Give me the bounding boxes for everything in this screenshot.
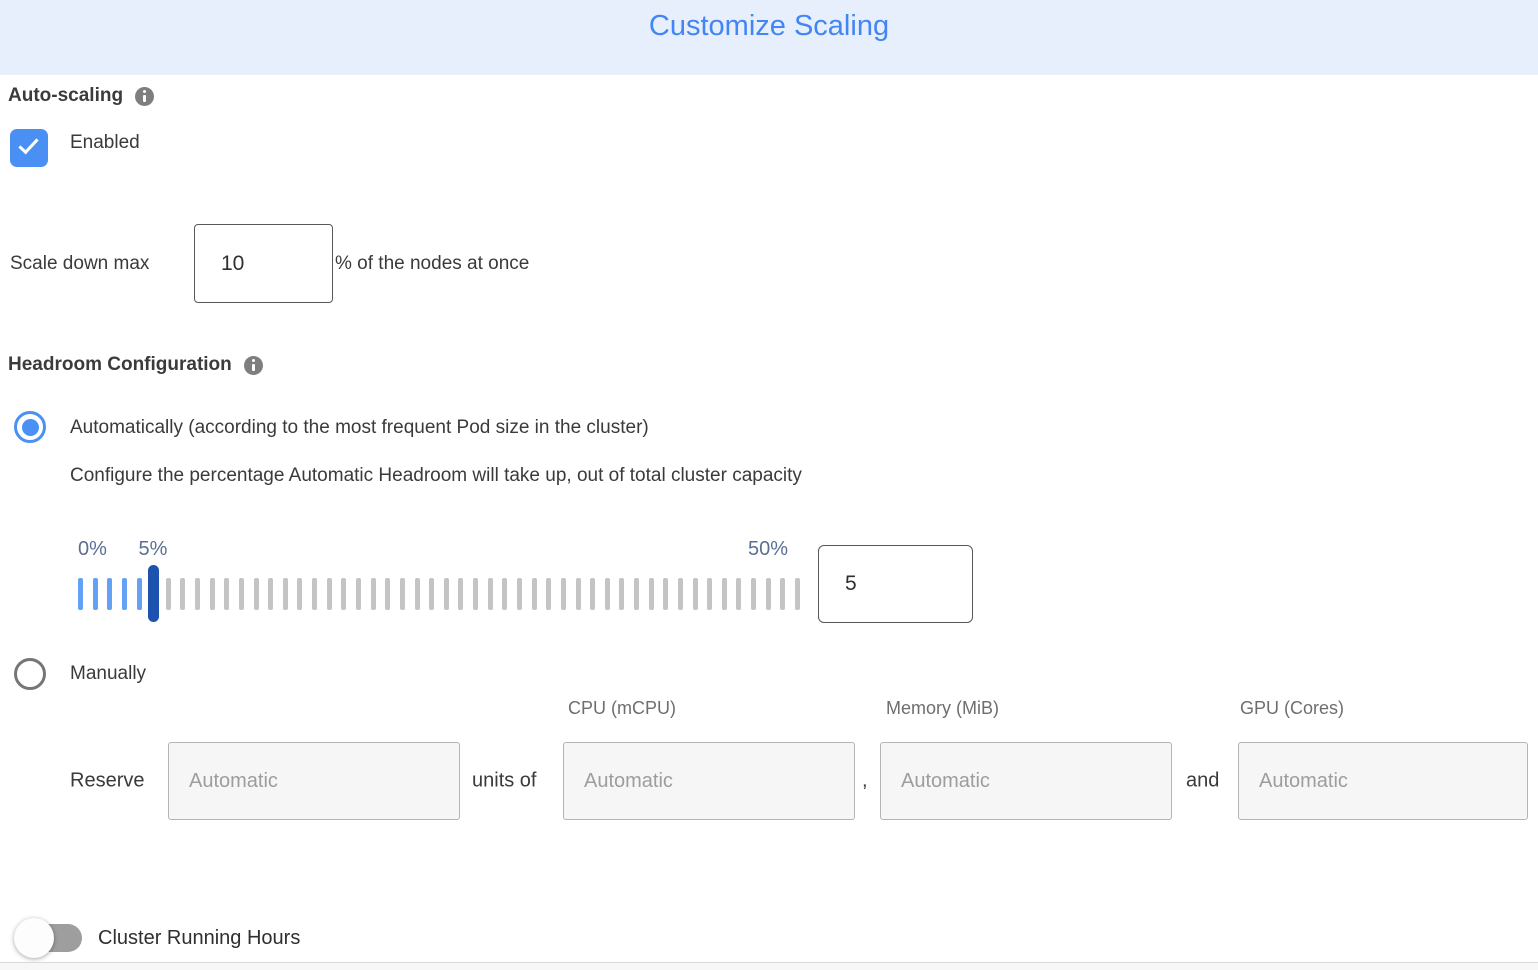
bottom-divider: [0, 962, 1538, 970]
headroom-automatic-label: Automatically (according to the most fre…: [70, 417, 649, 438]
headroom-manually-radio[interactable]: [14, 658, 46, 690]
autoscaling-section-label-text: Auto-scaling: [8, 85, 124, 106]
slider-tick[interactable]: [458, 578, 464, 610]
slider-tick[interactable]: [677, 578, 683, 610]
headroom-slider-track[interactable]: [78, 565, 800, 622]
headroom-section-label: Headroom Configuration: [8, 354, 263, 376]
slider-tick[interactable]: [297, 578, 303, 610]
dialog-header: Customize Scaling: [0, 0, 1538, 75]
scale-down-input[interactable]: [194, 224, 333, 303]
headroom-manually-label: Manually: [70, 663, 147, 684]
slider-tick[interactable]: [443, 578, 449, 610]
manual-reserve-row: Reserve units of , and: [0, 742, 1538, 820]
slider-tick[interactable]: [560, 578, 566, 610]
slider-tick[interactable]: [795, 578, 800, 610]
slider-current-label: 5%: [138, 538, 168, 560]
slider-tick[interactable]: [195, 578, 201, 610]
headroom-percentage-input[interactable]: [818, 545, 973, 623]
slider-tick[interactable]: [326, 578, 332, 610]
memory-input[interactable]: [880, 742, 1172, 820]
slider-tick[interactable]: [546, 578, 552, 610]
slider-tick[interactable]: [765, 578, 771, 610]
slider-tick[interactable]: [751, 578, 757, 610]
slider-tick[interactable]: [487, 578, 493, 610]
slider-tick[interactable]: [780, 578, 786, 610]
slider-tick[interactable]: [370, 578, 376, 610]
slider-tick[interactable]: [648, 578, 654, 610]
slider-max-label: 50%: [747, 538, 789, 560]
slider-tick[interactable]: [634, 578, 640, 610]
slider-tick[interactable]: [502, 578, 508, 610]
slider-tick[interactable]: [604, 578, 610, 610]
autoscaling-enabled-checkbox[interactable]: [10, 129, 48, 167]
headroom-section-label-text: Headroom Configuration: [8, 354, 232, 375]
slider-tick[interactable]: [414, 578, 420, 610]
slider-tick[interactable]: [253, 578, 259, 610]
headroom-automatic-description: Configure the percentage Automatic Headr…: [70, 465, 802, 486]
slider-tick[interactable]: [107, 578, 113, 610]
headroom-slider-handle[interactable]: [148, 565, 160, 622]
slider-tick[interactable]: [429, 578, 435, 610]
slider-tick[interactable]: [399, 578, 405, 610]
toggle-knob: [14, 918, 54, 958]
slider-tick[interactable]: [78, 578, 83, 610]
cluster-running-hours-toggle[interactable]: [14, 918, 86, 958]
slider-tick[interactable]: [692, 578, 698, 610]
slider-tick[interactable]: [92, 578, 98, 610]
slider-tick[interactable]: [473, 578, 479, 610]
slider-min-label: 0%: [78, 538, 107, 560]
headroom-automatic-radio[interactable]: [14, 411, 46, 443]
slider-tick[interactable]: [516, 578, 522, 610]
reserve-label: Reserve: [70, 769, 145, 792]
slider-tick[interactable]: [209, 578, 215, 610]
column-label-gpu: GPU (Cores): [1240, 698, 1345, 718]
column-label-cpu: CPU (mCPU): [568, 698, 676, 718]
slider-tick[interactable]: [180, 578, 186, 610]
reserve-units-input[interactable]: [168, 742, 460, 820]
slider-tick[interactable]: [165, 578, 171, 610]
gpu-input[interactable]: [1238, 742, 1528, 820]
radio-dot: [21, 418, 39, 436]
autoscaling-section-label: Auto-scaling: [8, 85, 155, 107]
slider-tick[interactable]: [736, 578, 742, 610]
check-icon: [18, 133, 39, 155]
slider-tick[interactable]: [238, 578, 244, 610]
autoscaling-enabled-label: Enabled: [70, 132, 140, 153]
scale-down-label: Scale down max: [10, 253, 150, 274]
cluster-running-hours-label: Cluster Running Hours: [98, 927, 301, 949]
info-icon[interactable]: [135, 86, 155, 106]
info-icon[interactable]: [243, 355, 263, 375]
slider-tick[interactable]: [385, 578, 391, 610]
scale-down-suffix: % of the nodes at once: [335, 253, 530, 274]
slider-tick[interactable]: [531, 578, 537, 610]
slider-tick[interactable]: [663, 578, 669, 610]
dialog-title: Customize Scaling: [648, 10, 890, 42]
slider-tick[interactable]: [721, 578, 727, 610]
slider-tick[interactable]: [282, 578, 288, 610]
column-label-memory: Memory (MiB): [886, 698, 999, 718]
slider-tick[interactable]: [121, 578, 127, 610]
slider-tick[interactable]: [356, 578, 362, 610]
and-separator: and: [1186, 769, 1220, 792]
cpu-input[interactable]: [563, 742, 855, 820]
headroom-slider-labels: 0% 5% 50%: [78, 538, 800, 566]
comma-separator: ,: [862, 769, 868, 792]
slider-tick[interactable]: [224, 578, 230, 610]
slider-tick[interactable]: [136, 578, 142, 610]
units-of-label: units of: [472, 769, 537, 792]
slider-tick[interactable]: [341, 578, 347, 610]
slider-tick[interactable]: [312, 578, 318, 610]
slider-tick[interactable]: [575, 578, 581, 610]
slider-tick[interactable]: [707, 578, 713, 610]
slider-tick[interactable]: [619, 578, 625, 610]
slider-tick[interactable]: [268, 578, 274, 610]
slider-tick[interactable]: [590, 578, 596, 610]
